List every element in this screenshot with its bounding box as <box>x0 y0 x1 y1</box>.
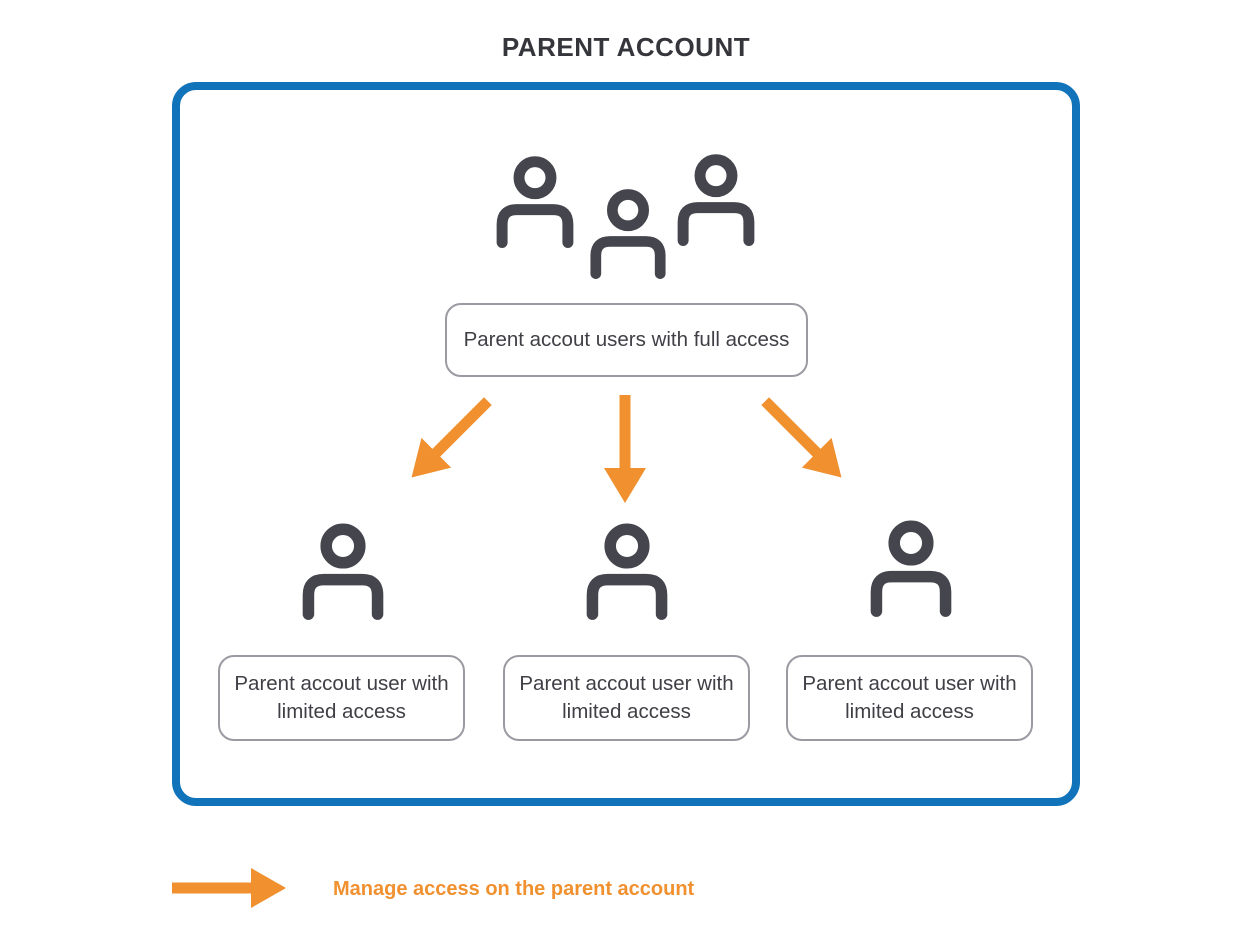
limited-access-label-box: Parent accout user with limited access <box>218 655 465 741</box>
manage-access-arrow-left-icon <box>411 397 492 478</box>
limited-user-icon-left <box>302 523 384 620</box>
users-group-icon-person-left <box>496 156 574 248</box>
limited-access-label: Parent accout user with limited access <box>802 672 1017 723</box>
users-group-icon-person-right <box>677 154 755 246</box>
full-access-label: Parent accout users with full access <box>463 328 790 351</box>
limited-access-label-box: Parent accout user with limited access <box>503 655 750 741</box>
users-group-icon-person-middle <box>590 189 666 279</box>
legend-arrow-icon <box>172 868 286 908</box>
limited-access-label: Parent accout user with limited access <box>519 672 734 723</box>
limited-user-icon-right <box>870 520 952 617</box>
limited-access-label-box: Parent accout user with limited access <box>786 655 1033 741</box>
page-title: PARENT ACCOUNT <box>501 32 751 62</box>
limited-user-icon-middle <box>586 523 668 620</box>
limited-access-label: Parent accout user with limited access <box>234 672 449 723</box>
full-access-label-box: Parent accout users with full access <box>445 303 808 377</box>
manage-access-arrow-center-icon <box>604 395 646 503</box>
manage-access-arrow-right-icon <box>761 397 842 478</box>
legend-label: Manage access on the parent account <box>333 878 695 900</box>
